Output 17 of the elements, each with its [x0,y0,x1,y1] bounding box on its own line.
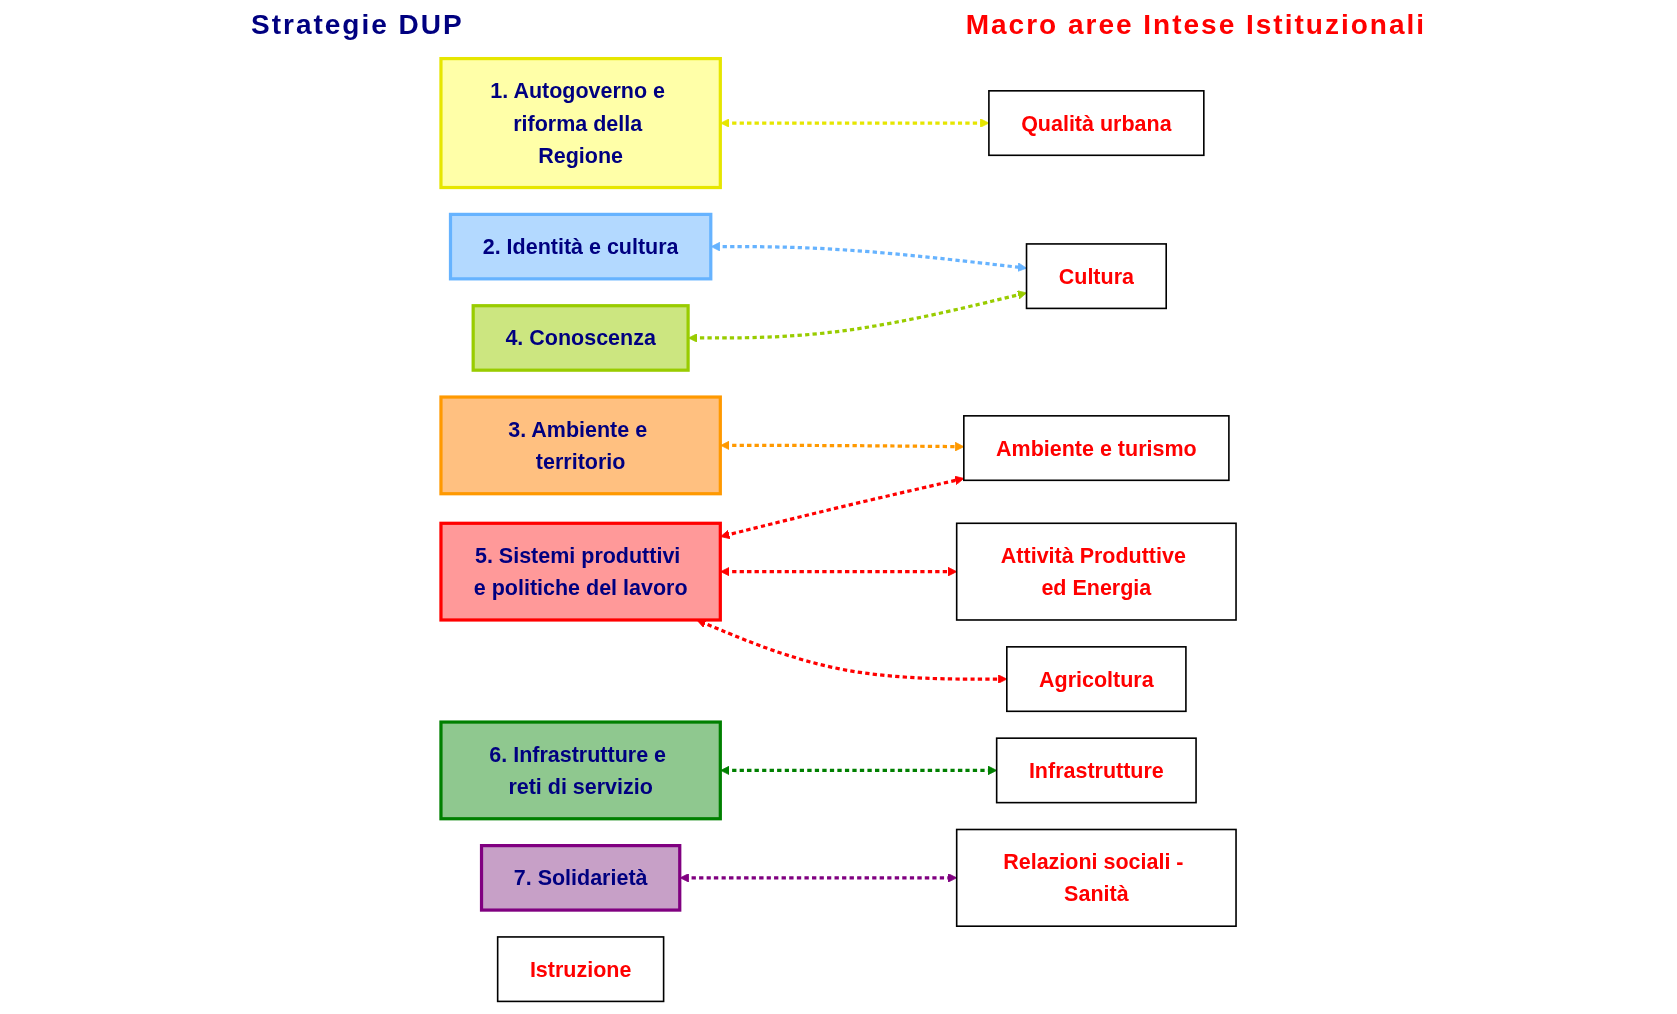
node-box: Relazioni sociali - Sanità [955,828,1237,927]
node-box: 2. Identità e cultura [448,212,713,281]
node-box: Qualità urbana [988,90,1205,157]
node-box: Ambiente e turismo [963,415,1230,482]
node-box: 1. Autogoverno e riforma della Regione [439,57,722,190]
node-box: Agricoltura [1006,646,1187,713]
node-box: 4. Conoscenza [471,304,690,372]
node-box: 5. Sistemi produttivi e politiche del lavoro [439,521,722,622]
column-heading: Macro aree Intese Istituzionali [965,9,1426,41]
node-box: Istruzione [496,936,665,1003]
node-box: Infrastrutture [995,737,1197,804]
column-heading: Strategie DUP [251,9,464,41]
node-box: 3. Ambiente e territorio [439,395,722,496]
node-box: Cultura [1025,243,1167,310]
node-box: Attività Produttive ed Energia [955,522,1237,621]
node-box: 7. Solidarietà [479,844,682,912]
node-box: 6. Infrastrutture e reti di servizio [439,720,722,821]
